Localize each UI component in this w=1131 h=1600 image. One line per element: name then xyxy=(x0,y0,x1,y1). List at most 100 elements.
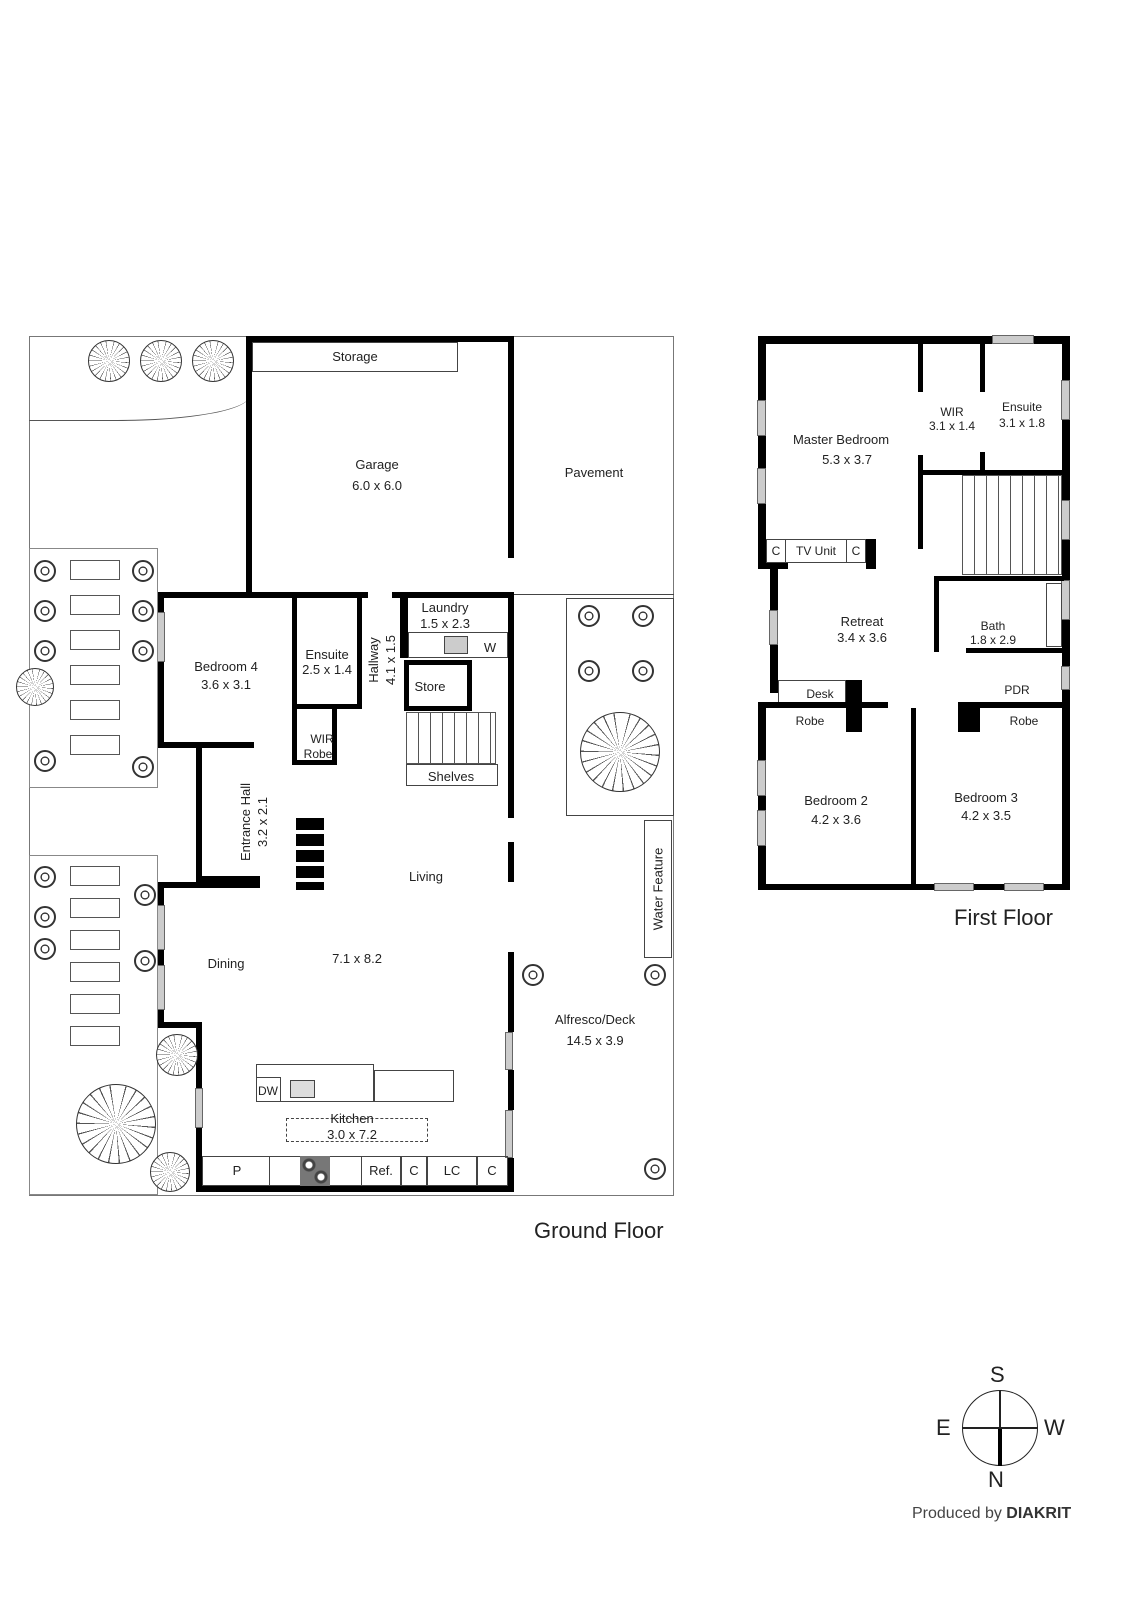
wall xyxy=(158,882,164,1022)
ensuite-label: Ensuite xyxy=(305,647,349,662)
wall xyxy=(980,452,985,472)
dining-label: Dining xyxy=(207,956,245,971)
wall xyxy=(158,592,368,598)
paver xyxy=(70,700,120,720)
paver xyxy=(70,595,120,615)
plant-icon xyxy=(134,950,156,972)
wall xyxy=(508,336,514,558)
water-feature-label: Water Feature xyxy=(650,847,666,931)
fireplace-column xyxy=(296,818,324,890)
shrub-icon xyxy=(140,340,182,382)
master-bedroom-size: 5.3 x 3.7 xyxy=(822,452,872,467)
ensuite-size: 3.1 x 1.8 xyxy=(998,416,1046,430)
paver xyxy=(70,560,120,580)
wall xyxy=(758,702,766,890)
laundry-size: 1.5 x 2.3 xyxy=(420,616,470,631)
wall xyxy=(508,1158,514,1192)
wall xyxy=(966,648,1064,653)
wall xyxy=(508,842,514,882)
lc-label: LC xyxy=(443,1163,461,1178)
wall xyxy=(158,1022,202,1028)
wall xyxy=(196,748,202,888)
wall xyxy=(404,660,409,710)
plant-icon xyxy=(632,605,654,627)
alfresco-label: Alfresco/Deck xyxy=(554,1012,636,1027)
wall xyxy=(980,342,985,392)
garden-bed xyxy=(566,598,674,816)
wall xyxy=(404,706,472,711)
desk-label: Desk xyxy=(806,687,834,701)
plant-icon xyxy=(132,756,154,778)
compass-line xyxy=(999,1390,1001,1428)
linen-cupboard xyxy=(427,1156,477,1186)
kitchen-label: Kitchen xyxy=(330,1111,374,1126)
retreat-size: 3.4 x 3.6 xyxy=(837,630,887,645)
tree-icon xyxy=(580,712,660,792)
staircase xyxy=(962,475,1062,575)
plant-icon xyxy=(132,600,154,622)
laundry-label: Laundry xyxy=(421,600,469,615)
plant-icon xyxy=(34,560,56,582)
kitchen-rangehood-outline xyxy=(286,1118,428,1142)
wall xyxy=(292,760,337,765)
shrub-icon xyxy=(88,340,130,382)
plant-icon xyxy=(644,1158,666,1180)
wall xyxy=(508,952,514,1032)
wall xyxy=(958,702,980,732)
wall xyxy=(292,598,297,708)
wall xyxy=(392,592,514,598)
alfresco-size: 14.5 x 3.9 xyxy=(566,1033,624,1048)
window xyxy=(934,883,974,891)
wall xyxy=(202,876,260,888)
window xyxy=(1061,500,1070,540)
wall xyxy=(846,680,862,732)
paver xyxy=(70,866,120,886)
dishwasher xyxy=(256,1077,281,1102)
plant-icon xyxy=(522,964,544,986)
bedroom4-label: Bedroom 4 xyxy=(194,659,258,674)
paver xyxy=(70,735,120,755)
window xyxy=(1004,883,1044,891)
wir-label: WIR xyxy=(310,732,334,746)
window xyxy=(157,612,165,662)
water-feature xyxy=(644,820,672,958)
dw-label: DW xyxy=(258,1084,278,1098)
cupboard-label: C xyxy=(409,1163,419,1178)
wall xyxy=(758,336,766,566)
kitchen-size: 3.0 x 7.2 xyxy=(327,1127,377,1142)
plant-icon xyxy=(644,964,666,986)
laundry-w-label: W xyxy=(483,640,497,655)
cupboard-label: C xyxy=(487,1163,497,1178)
cupboard xyxy=(477,1156,508,1186)
cooktop-icon xyxy=(300,1156,330,1186)
tv-unit-label: TV Unit xyxy=(795,544,837,558)
compass-n-label: N xyxy=(988,1467,1004,1492)
wall xyxy=(332,708,337,764)
window xyxy=(1061,666,1070,690)
sink-icon xyxy=(290,1080,315,1098)
wall xyxy=(918,455,923,549)
shrub-icon xyxy=(156,1034,198,1076)
compass-line xyxy=(962,1427,1038,1429)
tv-c1-label: C xyxy=(771,544,781,558)
compass-e-label: E xyxy=(936,1415,951,1440)
wall xyxy=(508,1070,514,1110)
living-size: 7.1 x 8.2 xyxy=(332,951,382,966)
wall xyxy=(866,539,876,569)
wall xyxy=(292,708,297,764)
wir-size: 3.1 x 1.4 xyxy=(928,419,976,433)
wall xyxy=(934,576,1064,581)
staircase xyxy=(406,712,496,764)
store-label: Store xyxy=(414,679,446,694)
window xyxy=(757,468,766,504)
plant-icon xyxy=(134,884,156,906)
wall xyxy=(158,882,202,888)
wall xyxy=(758,336,1068,344)
bedroom3-label: Bedroom 3 xyxy=(954,790,1018,805)
plant-icon xyxy=(34,938,56,960)
credit: Produced by DIAKRIT xyxy=(912,1505,1071,1523)
plant-icon xyxy=(578,660,600,682)
window xyxy=(157,965,165,1010)
compass-w-label: W xyxy=(1044,1415,1065,1440)
